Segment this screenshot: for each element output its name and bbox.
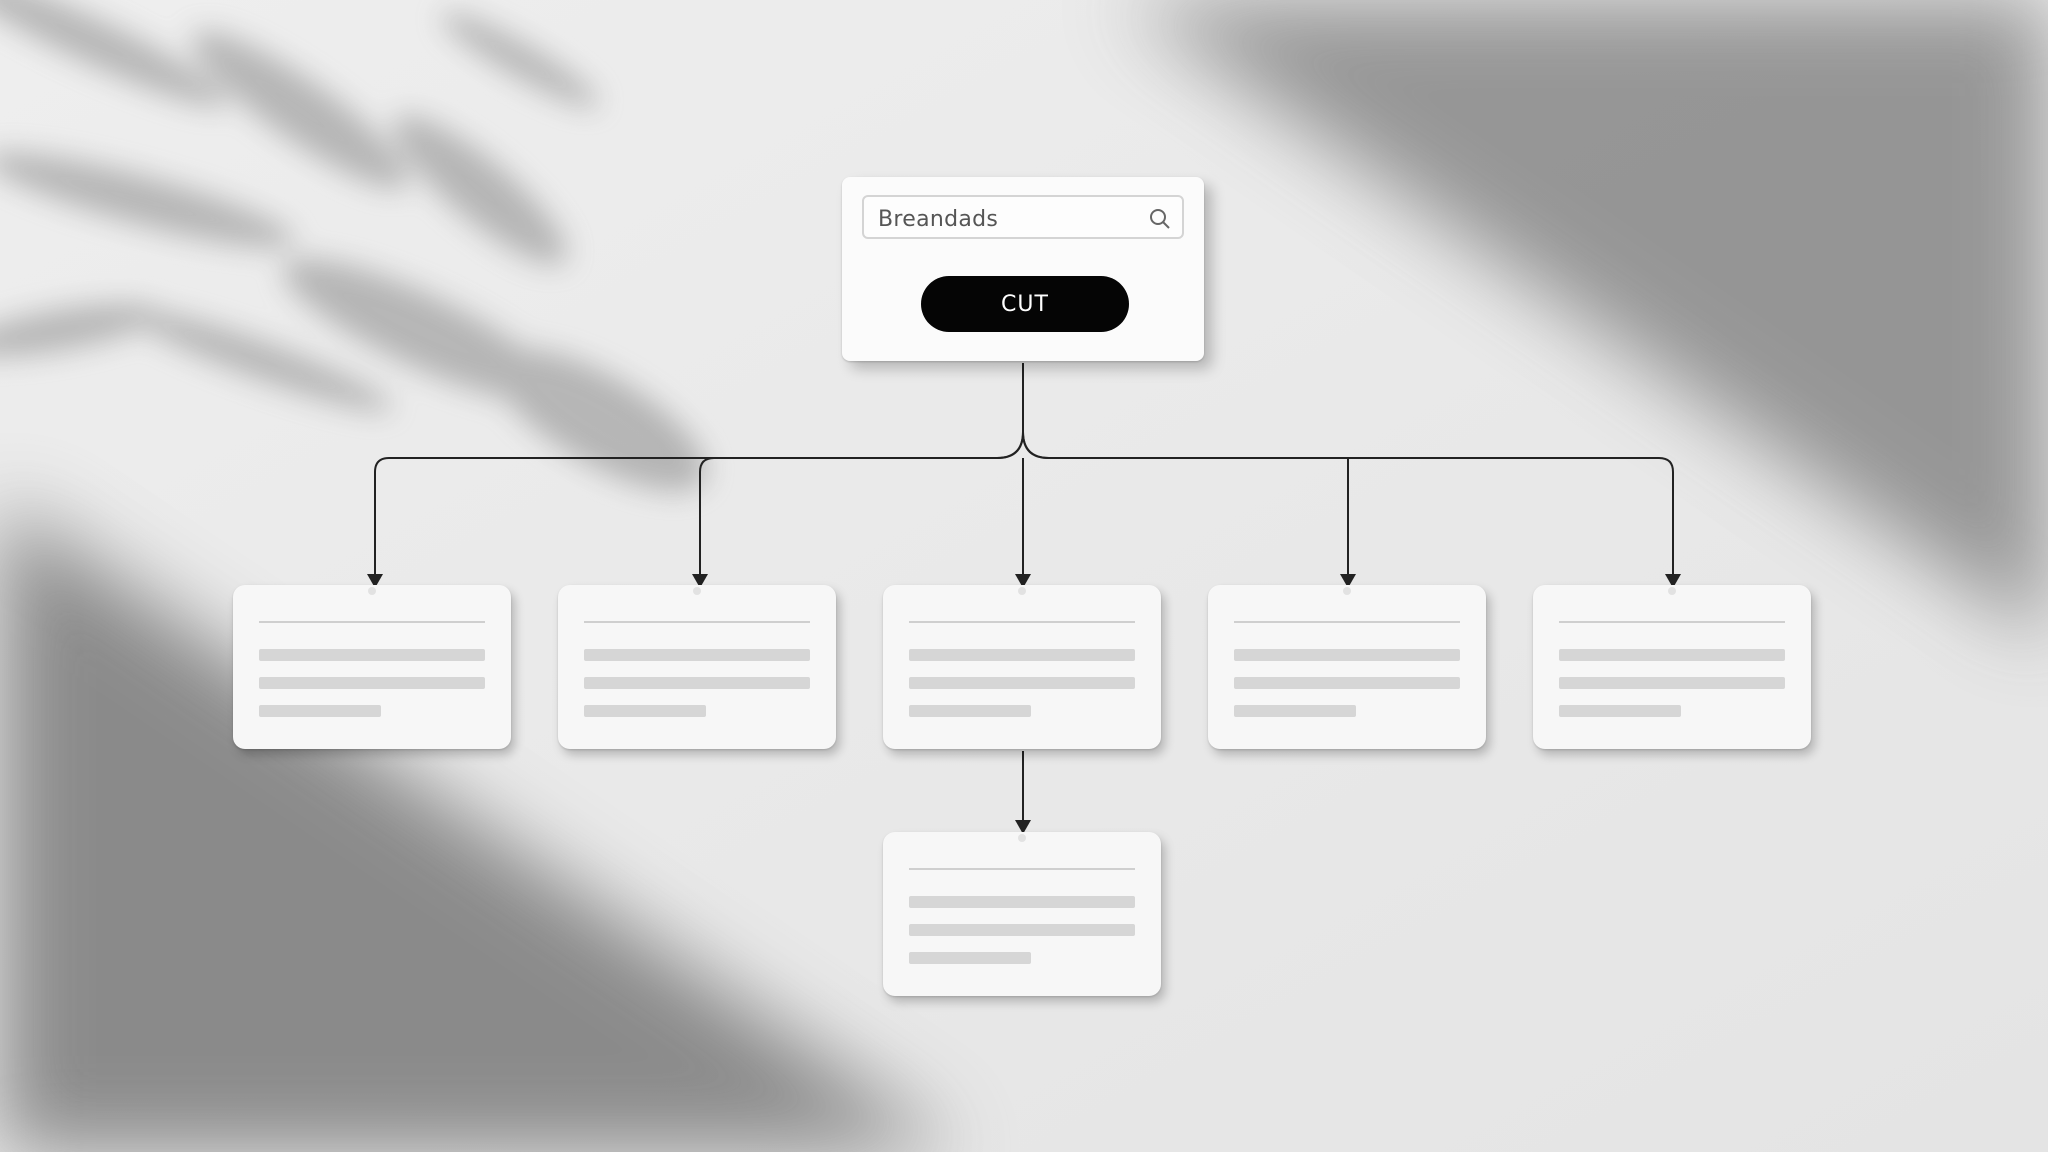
connector-pin [693,587,701,595]
text-placeholder [909,705,1031,717]
foliage-shadow [0,0,707,492]
card-divider [584,621,810,623]
connector-pin [1668,587,1676,595]
text-placeholder [1234,649,1460,661]
text-placeholder [1234,677,1460,689]
text-placeholder [259,649,485,661]
arrowhead-sub [1015,820,1031,834]
arrowhead-3 [1015,574,1031,588]
card-divider [909,868,1135,870]
card-divider [1234,621,1460,623]
text-placeholder [259,705,381,717]
child-card-1[interactable] [233,585,511,749]
text-placeholder [909,649,1135,661]
text-placeholder [1559,677,1785,689]
text-placeholder [1559,705,1681,717]
card-divider [259,621,485,623]
text-placeholder [584,677,810,689]
connector-root-to-child-4 [1022,431,1349,576]
arrowhead-5 [1665,574,1681,588]
text-placeholder [1559,649,1785,661]
connector-root-to-child-5 [1022,431,1674,576]
text-placeholder [584,649,810,661]
card-divider [1559,621,1785,623]
text-placeholder [909,896,1135,908]
search-icon[interactable] [1148,207,1172,236]
text-placeholder [584,705,706,717]
arrowhead-2 [692,574,708,588]
child-card-5[interactable] [1533,585,1811,749]
text-placeholder [909,677,1135,689]
connector-pin [368,587,376,595]
child-card-4[interactable] [1208,585,1486,749]
text-placeholder [259,677,485,689]
connector-pin [1343,587,1351,595]
connector-pin [1018,834,1026,842]
cut-button[interactable]: CUT [921,276,1129,332]
arrowhead-4 [1340,574,1356,588]
shadow-band-top-right [1120,0,2048,640]
card-divider [909,621,1135,623]
search-field[interactable]: Breandads [862,195,1184,239]
text-placeholder [909,952,1031,964]
child-card-3[interactable] [883,585,1161,749]
root-node-card: Breandads CUT [842,177,1204,361]
connector-root-to-child-2 [699,431,1024,576]
search-input-text[interactable]: Breandads [878,207,999,232]
text-placeholder [909,924,1135,936]
sub-card[interactable] [883,832,1161,996]
child-card-2[interactable] [558,585,836,749]
arrowhead-1 [367,574,383,588]
connector-pin [1018,587,1026,595]
text-placeholder [1234,705,1356,717]
